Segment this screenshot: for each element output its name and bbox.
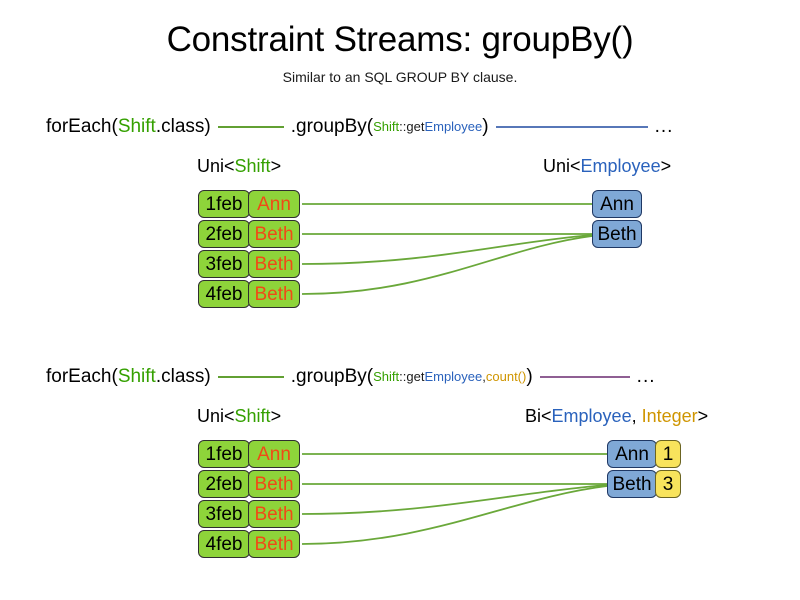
group-employee: Beth [592,220,642,248]
groupby-arg-property: Employee [424,369,483,384]
groupby-suffix: ) [526,366,533,387]
shift-employee: Ann [248,190,300,218]
left-type-label-two: Uni<Shift> [197,405,281,427]
group-row: Ann 1 [607,440,681,468]
connector-foreach-to-groupby [217,376,284,378]
group-row: Beth 3 [607,470,681,498]
groupby-arg-separator: ::get [399,119,425,134]
connector-groupby-to-ellipsis [495,126,648,128]
connector-foreach-to-groupby [217,126,284,128]
foreach-suffix: .class) [155,366,211,387]
right-type-separator: , [631,406,642,426]
right-type-prefix: Uni< [543,156,581,176]
shift-employee: Ann [248,440,300,468]
left-type-param-shift: Shift [234,156,271,176]
left-type-suffix: > [270,156,282,176]
shift-row: 2feb Beth [198,470,300,498]
right-type-prefix: Bi< [525,406,552,426]
right-type-param-integer: Integer [641,406,698,426]
code-line-two: forEach(Shift.class) .groupBy(Shift::get… [46,364,766,390]
shift-row: 1feb Ann [198,440,300,468]
shift-employee: Beth [248,220,300,248]
shift-row: 1feb Ann [198,190,300,218]
right-type-suffix: > [660,156,672,176]
shift-date: 1feb [198,440,250,468]
trailing-ellipsis: ... [636,366,656,387]
groupby-arg-property: Employee [424,119,483,134]
shift-row: 3feb Beth [198,500,300,528]
shift-date: 4feb [198,280,250,308]
shift-date: 2feb [198,470,250,498]
shift-employee: Beth [248,530,300,558]
slide-subtitle: Similar to an SQL GROUP BY clause. [282,69,518,85]
shift-row: 4feb Beth [198,280,300,308]
left-type-prefix: Uni< [197,156,235,176]
trailing-ellipsis: ... [654,116,674,137]
left-type-label-one: Uni<Shift> [197,155,281,177]
foreach-suffix: .class) [155,116,211,137]
shift-date: 3feb [198,500,250,528]
left-type-param-shift: Shift [234,406,271,426]
shift-date: 4feb [198,530,250,558]
left-type-suffix: > [270,406,282,426]
groupby-arg-class: Shift [373,119,400,134]
code-line-one: forEach(Shift.class) .groupBy(Shift::get… [46,114,766,140]
shift-employee: Beth [248,250,300,278]
group-row: Ann [592,190,642,218]
groupby-arg-separator: ::get [399,369,425,384]
group-count: 3 [655,470,681,498]
shift-date: 2feb [198,220,250,248]
right-type-param-employee: Employee [551,406,632,426]
right-type-label-two: Bi<Employee, Integer> [525,405,708,427]
right-type-label-one: Uni<Employee> [543,155,671,177]
shift-employee: Beth [248,470,300,498]
groupby-prefix: .groupBy( [290,366,374,387]
right-type-suffix: > [697,406,709,426]
shift-employee: Beth [248,280,300,308]
group-employee: Ann [607,440,657,468]
foreach-type-shift: Shift [117,116,156,137]
groupby-arg-class: Shift [373,369,400,384]
shift-date: 1feb [198,190,250,218]
foreach-prefix: forEach( [46,366,118,387]
groupby-suffix: ) [482,116,489,137]
shift-row: 2feb Beth [198,220,300,248]
groupby-arg-comma: , [482,369,486,384]
shift-date: 3feb [198,250,250,278]
foreach-type-shift: Shift [117,366,156,387]
foreach-prefix: forEach( [46,116,118,137]
groupby-prefix: .groupBy( [290,116,374,137]
group-count: 1 [655,440,681,468]
group-employee: Ann [592,190,642,218]
shift-employee: Beth [248,500,300,528]
shift-row: 3feb Beth [198,250,300,278]
groupby-arg-count: count() [485,369,527,384]
shift-row: 4feb Beth [198,530,300,558]
right-type-param-employee: Employee [580,156,661,176]
connector-groupby-to-ellipsis [539,376,630,378]
group-row: Beth [592,220,642,248]
left-type-prefix: Uni< [197,406,235,426]
slide-title: Constraint Streams: groupBy() [166,20,634,59]
group-employee: Beth [607,470,657,498]
